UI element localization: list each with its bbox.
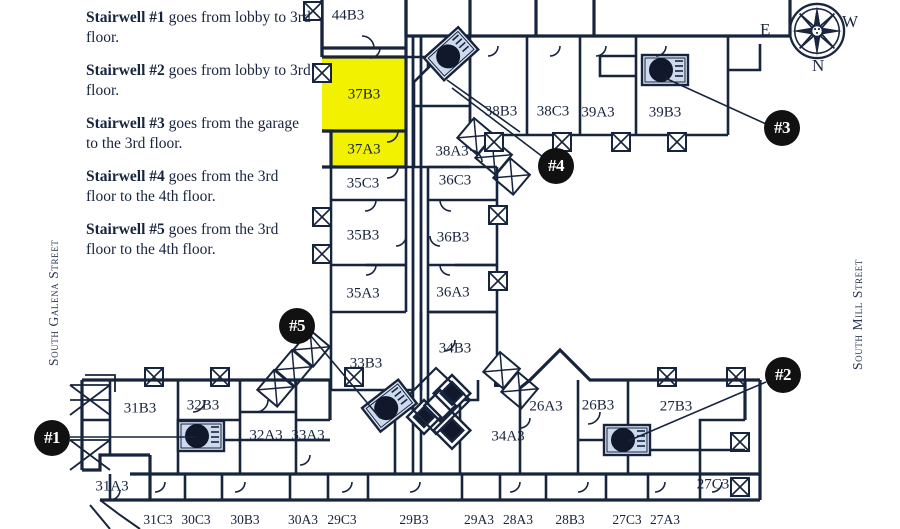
- stairwell-marker-5[interactable]: #5: [279, 308, 315, 344]
- legend-item-text: goes from lobby to 3rd floor.: [86, 9, 311, 46]
- legend-item: Stairwell #2 goes from lobby to 3rd floo…: [86, 61, 312, 100]
- angled-stair-pods: [402, 366, 473, 451]
- legend-item-title: Stairwell #5: [86, 221, 165, 238]
- legend-item-title: Stairwell #3: [86, 115, 165, 132]
- room-label-29B3: 29B3: [399, 512, 429, 527]
- room-label-36A3: 36A3: [436, 284, 470, 301]
- room-label-27B3: 27B3: [659, 398, 693, 415]
- room-label-30C3: 30C3: [181, 512, 211, 527]
- room-label-37B3: 37B3: [347, 86, 381, 103]
- elevator-core-32B3: [176, 419, 226, 453]
- highlighted-unit-37B3: [322, 57, 406, 131]
- compass-label-west: W: [842, 12, 859, 31]
- stairwell-marker-1[interactable]: #1: [34, 420, 70, 456]
- room-label-33A3: 33A3: [291, 427, 325, 444]
- room-label-31A3: 31A3: [95, 478, 129, 495]
- room-label-39A3: 39A3: [581, 104, 615, 121]
- room-label-34B3: 34B3: [438, 340, 472, 357]
- room-label-44B3: 44B3: [331, 7, 365, 24]
- legend-item-title: Stairwell #4: [86, 168, 165, 185]
- room-label-39B3: 39B3: [648, 104, 682, 121]
- stairwell-marker-2[interactable]: #2: [765, 357, 801, 393]
- legend-item-text: goes from the 3rd floor to the 4th floor…: [86, 168, 279, 205]
- legend-item-title: Stairwell #1: [86, 9, 165, 26]
- room-label-26B3: 26B3: [581, 397, 615, 414]
- room-label-31B3: 31B3: [123, 400, 157, 417]
- street-label-east: South Mill Street: [850, 259, 865, 370]
- room-label-37A3: 37A3: [347, 141, 381, 158]
- legend-item: Stairwell #3 goes from the garage to the…: [86, 114, 312, 153]
- room-label-35A3: 35A3: [346, 285, 380, 302]
- stairwell-marker-4[interactable]: #4: [538, 148, 574, 184]
- room-label-31C3: 31C3: [143, 512, 173, 527]
- stairwell-legend: Stairwell #1 goes from lobby to 3rd floo…: [86, 8, 312, 259]
- legend-item-title: Stairwell #2: [86, 62, 165, 79]
- room-label-38A3: 38A3: [435, 143, 469, 160]
- compass-label-north: N: [812, 56, 825, 75]
- room-label-36C3: 36C3: [438, 172, 472, 189]
- door-swings: [109, 35, 723, 501]
- compass-rose-icon: [788, 2, 846, 60]
- legend-item-text: goes from the garage to the 3rd floor.: [86, 115, 300, 152]
- room-label-27C3: 27C3: [612, 512, 642, 527]
- room-label-26A3: 26A3: [529, 398, 563, 415]
- room-label-29A3: 29A3: [464, 512, 494, 527]
- room-label-35C3: 35C3: [346, 175, 380, 192]
- stairwell-marker-3[interactable]: #3: [764, 110, 800, 146]
- legend-item: Stairwell #1 goes from lobby to 3rd floo…: [86, 8, 312, 47]
- compass-rose: E W N: [760, 2, 870, 78]
- legend-item: Stairwell #4 goes from the 3rd floor to …: [86, 167, 312, 206]
- marker-leader-lines: [70, 77, 767, 442]
- room-label-34A3: 34A3: [491, 428, 525, 445]
- window-hatches-left: [69, 374, 116, 471]
- street-label-west: South Galena Street: [46, 239, 61, 366]
- legend-item: Stairwell #5 goes from the 3rd floor to …: [86, 220, 312, 259]
- room-label-30B3: 30B3: [230, 512, 260, 527]
- room-label-32B3: 32B3: [186, 397, 220, 414]
- room-label-38B3: 38B3: [484, 103, 518, 120]
- room-label-36B3: 36B3: [436, 229, 470, 246]
- room-label-28B3: 28B3: [555, 512, 585, 527]
- highlighted-unit-37A3: [331, 131, 406, 167]
- room-label-30A3: 30A3: [288, 512, 318, 527]
- room-label-28A3: 28A3: [503, 512, 533, 527]
- room-label-38C3: 38C3: [536, 103, 570, 120]
- elevator-core-39B3: [640, 53, 690, 87]
- legend-item-text: goes from lobby to 3rd floor.: [86, 62, 311, 99]
- room-label-35B3: 35B3: [346, 227, 380, 244]
- room-label-27C3: 27C3: [696, 476, 730, 493]
- legend-item-text: goes from the 3rd floor to the 4th floor…: [86, 221, 279, 258]
- room-label-33B3: 33B3: [349, 355, 383, 372]
- compass-label-east: E: [760, 20, 771, 39]
- room-label-32A3: 32A3: [249, 427, 283, 444]
- elevator-core-27B3: [602, 423, 652, 457]
- room-label-29C3: 29C3: [327, 512, 357, 527]
- room-label-27A3: 27A3: [650, 512, 680, 527]
